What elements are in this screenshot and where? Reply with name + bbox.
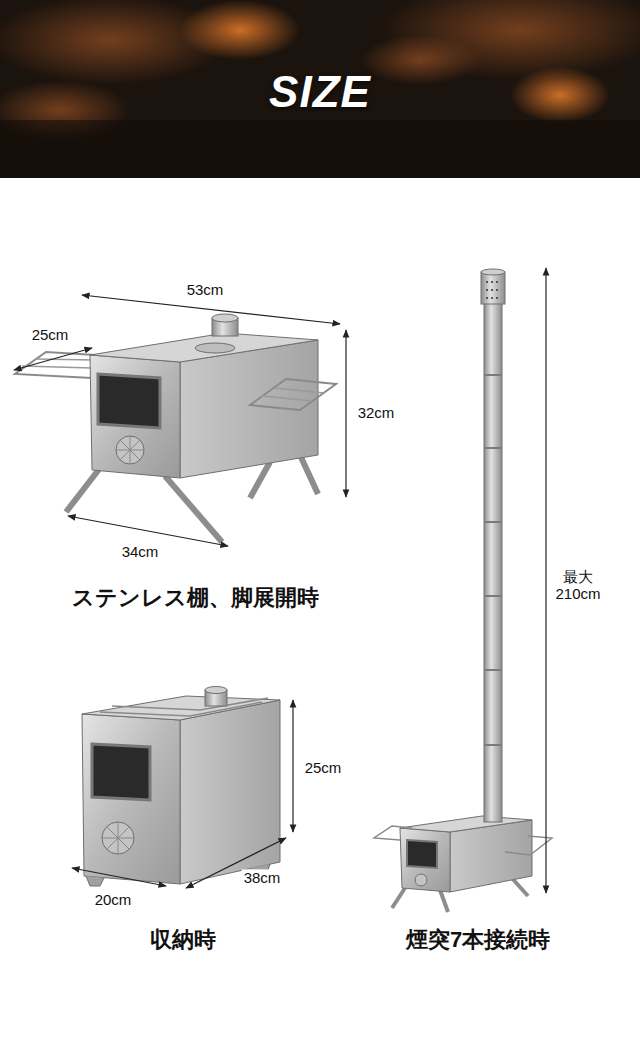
dimension-label: 25cm	[303, 759, 344, 776]
dimension-label: 20cm	[93, 891, 134, 908]
dimension-label: 38cm	[242, 869, 283, 886]
dimension-label: 最大 210cm	[550, 568, 606, 603]
banner	[0, 0, 640, 178]
view-caption: ステンレス棚、脚展開時	[72, 585, 319, 610]
page-title: SIZE	[269, 67, 371, 118]
dimension-label: 53cm	[185, 281, 226, 298]
view-caption: 収納時	[150, 927, 216, 952]
view-caption: 煙突7本接続時	[406, 927, 550, 952]
stove-open	[15, 314, 336, 542]
dimension-label: 25cm	[30, 326, 71, 343]
dimension-label: 32cm	[356, 404, 397, 421]
dimension-lines-stored	[72, 700, 293, 888]
stove-chimney	[374, 269, 552, 912]
dimension-lines-open	[14, 295, 346, 546]
dimension-label: 34cm	[120, 543, 161, 560]
dimension-line-chimney	[545, 268, 546, 893]
